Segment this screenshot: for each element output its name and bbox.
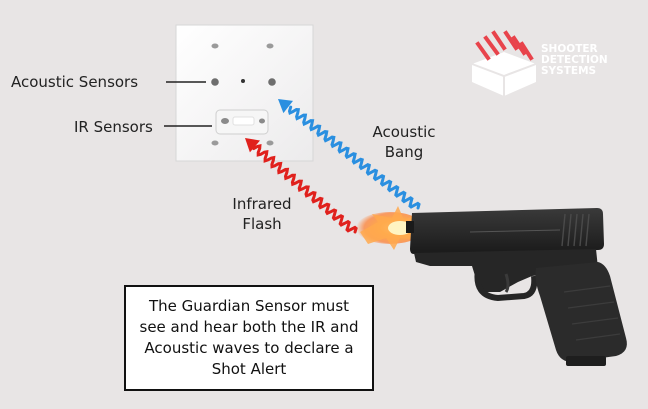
infrared-flash-label: Infrared Flash [224, 194, 300, 234]
acoustic-wave-arrow [278, 99, 421, 210]
brand-line-3: SYSTEMS [541, 65, 597, 77]
ir-sensors-label: IR Sensors [74, 118, 153, 136]
acoustic-bang-line-2: Bang [384, 143, 424, 161]
callout-box: The Guardian Sensor must see and hear bo… [124, 285, 374, 391]
muzzle-flash-icon [356, 206, 424, 250]
brand-logo-icon [471, 30, 537, 96]
acoustic-bang-line-1: Acoustic [372, 123, 436, 141]
acoustic-bang-label: Acoustic Bang [362, 122, 446, 162]
sensor-device-icon [175, 24, 314, 162]
infrared-flash-line-1: Infrared [232, 195, 292, 213]
acoustic-sensors-label: Acoustic Sensors [11, 73, 139, 91]
callout-text: The Guardian Sensor must see and hear bo… [139, 297, 359, 378]
infrared-flash-line-2: Flash [242, 215, 282, 233]
brand-name: SHOOTER DETECTION SYSTEMS [541, 44, 608, 77]
pistol-icon [406, 208, 627, 366]
brand-line-2: DETECTION [541, 54, 608, 66]
infrared-wave-arrow [245, 138, 358, 234]
brand-line-1: SHOOTER [541, 43, 598, 55]
